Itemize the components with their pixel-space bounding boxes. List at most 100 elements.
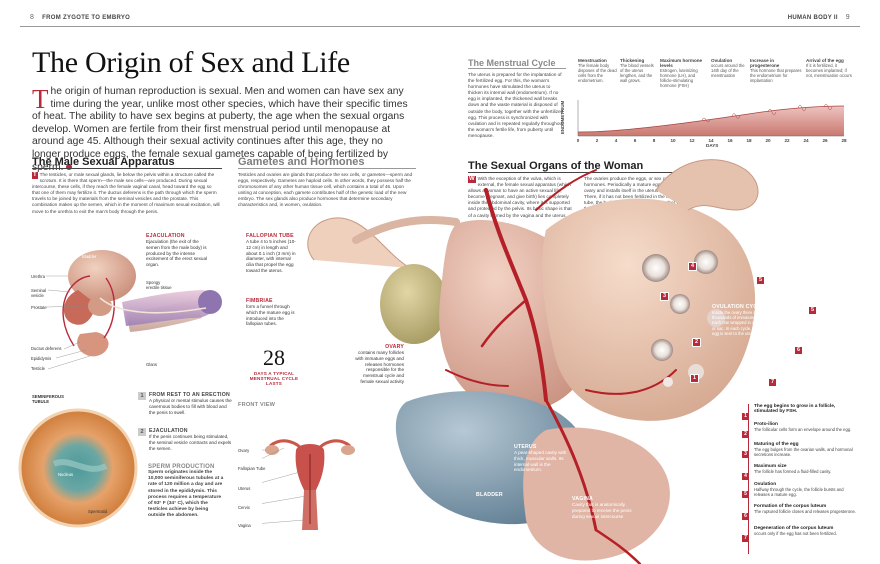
uterus-caption-head: UTERUS xyxy=(514,444,537,450)
cycle-length-number: 28 xyxy=(263,345,285,370)
label-seminal-vesicle: Seminal vesicle xyxy=(31,288,47,299)
phase-thickening-head: Thickening xyxy=(620,58,645,63)
endometrium-axis-label: ENDOMETRIUM xyxy=(560,100,565,134)
follicle-6 xyxy=(707,309,725,327)
front-label-ovary: Ovary xyxy=(238,448,250,453)
ejaculation-caption-head: EJACULATION xyxy=(146,233,185,239)
ovulation-cycle-text: Inside the ovary there are thousands of … xyxy=(712,310,770,336)
male-heading-rule xyxy=(32,168,222,169)
follicle-4 xyxy=(642,254,670,282)
vagina-shape xyxy=(523,427,670,561)
legend-title-4: Maximum size xyxy=(754,464,787,469)
days-axis-label: DAYS xyxy=(706,143,719,148)
legend-item-7: 7 Degeneration of the corpus luteum occu… xyxy=(742,526,860,544)
step-ejaculation-text: If the penis continues being stimulated,… xyxy=(149,434,232,451)
cycle-length-stat: 28 DAYS A TYPICAL MENSTRUAL CYCLE LASTS xyxy=(244,345,304,386)
seminiferous-tubule-illustration xyxy=(18,408,138,528)
legend-title-3: Maturing of the egg xyxy=(754,442,799,447)
day-tick-8: 8 xyxy=(652,138,656,143)
legend-num-1: 1 xyxy=(742,413,749,420)
cycle-marker-5: 5 xyxy=(808,306,817,315)
endometrium-chart xyxy=(577,100,845,137)
day-tick-10: 10 xyxy=(670,138,676,143)
label-seminiferous-tubule: SEMINIFEROUS TUBULE xyxy=(32,394,64,405)
phase-menstruation: Menstruation The female body disposes of… xyxy=(578,58,618,83)
legend-num-4: 4 xyxy=(742,473,749,480)
phase-progesterone: Increase in progesterone This hormone th… xyxy=(750,58,802,83)
step-erection: 1 FROM REST TO AN ERECTION A physical or… xyxy=(138,392,234,415)
gametes-heading: Gametes and Hormones xyxy=(238,156,365,168)
label-glans: Glans xyxy=(146,362,157,367)
uterus-caption-text: A pear-shaped cavity with thick, muscula… xyxy=(514,450,567,473)
legend-text-6: The ruptured follicle closes and release… xyxy=(754,509,856,514)
female-anatomy-illustration xyxy=(307,159,759,564)
ovulation-cycle-caption: OVULATION CYCLE Inside the ovary there a… xyxy=(712,304,772,336)
phase-progesterone-text: This hormone that prepares the endometri… xyxy=(750,68,802,84)
ovary-shape xyxy=(380,264,448,344)
step-number-1: 1 xyxy=(138,392,146,400)
menstrual-heading: The Menstrual Cycle xyxy=(468,58,556,68)
front-label-cervix: Cervix xyxy=(238,505,250,510)
step-number-2: 2 xyxy=(138,428,146,436)
day-tick-20: 20 xyxy=(765,138,771,143)
legend-title-2: Proto-ilion xyxy=(754,422,778,427)
running-header-left: 8 FROM ZYGOTE TO EMBRYO xyxy=(30,14,130,21)
phase-progesterone-head: Increase in progesterone xyxy=(750,58,780,68)
female-dropcap: W xyxy=(468,176,476,183)
day-tick-24: 24 xyxy=(803,138,809,143)
ovary-caption: OVARY contains many follicles with immat… xyxy=(350,344,404,385)
fimbriae-caption-head: FIMBRIAE xyxy=(246,298,273,304)
front-label-vagina: Vagina xyxy=(238,523,251,528)
front-view-illustration xyxy=(262,439,355,530)
ovary-caption-text: contains many follicles with immature eg… xyxy=(355,350,404,384)
legend-num-2: 2 xyxy=(742,431,749,438)
gametes-body-text: Testicles and ovaries are glands that pr… xyxy=(238,172,413,208)
legend-item-5: 5 Ovulation Halfway through the cycle, t… xyxy=(742,482,860,500)
sperm-production-caption: SPERM PRODUCTION Sperm originates inside… xyxy=(148,464,224,520)
seminal-vesicle-shape xyxy=(63,290,96,325)
label-spongy-tissue: Spongy erectile tissue xyxy=(146,280,172,291)
gametes-heading-rule xyxy=(238,168,416,169)
step-ejaculation: 2 EJACULATION If the penis continues bei… xyxy=(138,428,234,451)
section-running-title-left: FROM ZYGOTE TO EMBRYO xyxy=(42,15,131,21)
menstrual-phases: Menstruation The female body disposes of… xyxy=(578,58,868,138)
legend-item-3: 3 Maturing of the egg The egg bulges fro… xyxy=(742,442,860,460)
front-view-head: FRONT VIEW xyxy=(238,402,276,408)
day-tick-0: 0 xyxy=(576,138,580,143)
ovulation-legend: 1 The egg begins to grow in a follicle, … xyxy=(742,404,866,556)
legend-num-7: 7 xyxy=(742,535,749,542)
label-bladder: Bladder xyxy=(82,254,97,259)
cycle-marker-4: 4 xyxy=(688,262,697,271)
testicle-shape xyxy=(77,332,109,357)
intro-text: he origin of human reproduction is sexua… xyxy=(32,86,408,173)
urethra-line xyxy=(99,297,207,314)
section-running-title-right: HUMAN BODY II xyxy=(787,15,838,21)
phase-egg-arrival: Arrival of the egg If it is fertilized, … xyxy=(806,58,854,78)
front-label-fallopian: Fallopian Tube xyxy=(238,466,266,471)
prostate-shape xyxy=(88,296,112,316)
legend-num-3: 3 xyxy=(742,451,749,458)
day-tick-18: 18 xyxy=(746,138,752,143)
phase-egg-arrival-head: Arrival of the egg xyxy=(806,58,844,63)
day-tick-26: 26 xyxy=(822,138,828,143)
phase-ovulation-text: occurs around the 14th day of the menstr… xyxy=(711,63,745,79)
step-erection-text: A physical or mental stimulus causes the… xyxy=(149,398,232,415)
day-tick-16: 16 xyxy=(727,138,733,143)
male-heading: The Male Sexual Apparatus xyxy=(32,156,175,168)
uterus-caption: UTERUS A pear-shaped cavity with thick, … xyxy=(514,444,578,473)
female-heading: The Sexual Organs of the Woman xyxy=(468,160,644,172)
page-number-left: 8 xyxy=(30,14,35,21)
front-label-uterus: Uterus xyxy=(238,486,251,491)
cycle-marker-3: 3 xyxy=(660,292,669,301)
legend-item-4: 4 Maximum size The follicle has formed a… xyxy=(742,464,860,482)
legend-num-6: 6 xyxy=(742,513,749,520)
phase-thickening: Thickening The blood vessels of the uter… xyxy=(620,58,656,83)
ejaculation-caption: EJACULATION Ejaculation (the exit of the… xyxy=(146,233,210,268)
day-tick-6: 6 xyxy=(633,138,637,143)
legend-item-2: 2 Proto-ilion The follicular cells form … xyxy=(742,422,860,440)
follicle-1 xyxy=(663,377,673,387)
glans-shape xyxy=(198,290,222,314)
running-header-right: HUMAN BODY II 9 xyxy=(788,14,850,21)
label-nucleus: Nucleus xyxy=(58,472,74,477)
